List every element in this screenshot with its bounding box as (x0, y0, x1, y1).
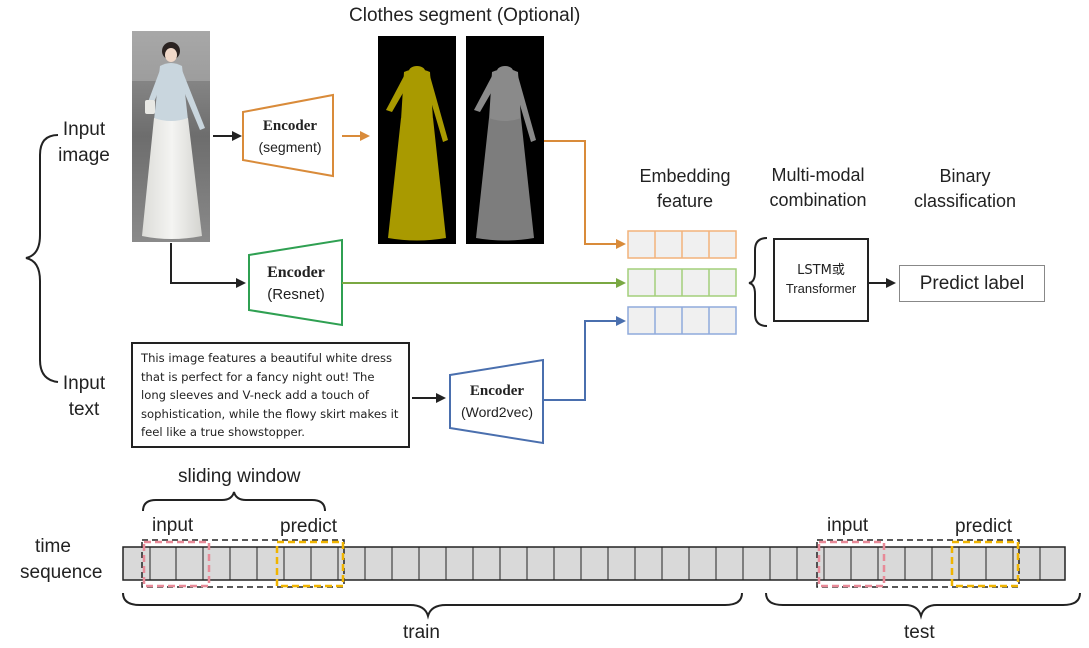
train-label: train (403, 622, 440, 643)
encoder-word2vec-shape (449, 358, 544, 445)
time-sequence-strip (122, 546, 1066, 581)
segment-title: Clothes segment (Optional) (349, 5, 581, 26)
test-sliding-window (816, 539, 1020, 588)
test-label: test (904, 622, 935, 643)
predict-label-box: Predict label (899, 265, 1045, 302)
test-input-label: input (827, 515, 869, 536)
embedding-row-green (627, 268, 737, 297)
embedding-brace (748, 237, 768, 327)
input-text-label: Input text (62, 373, 106, 420)
encoder-segment-shape (242, 93, 334, 178)
encoder-resnet-shape (248, 238, 343, 327)
train-brace (122, 592, 743, 620)
input-text-caption: This image features a beautiful white dr… (131, 342, 410, 448)
time-sequence-label: time sequence (20, 536, 103, 583)
embedding-row-blue (627, 306, 737, 335)
embedding-row-orange (627, 230, 737, 259)
train-input-label: input (152, 515, 194, 536)
dress-photo (132, 31, 210, 242)
encoder-resnet-text: Encoder (Resnet) (267, 264, 325, 303)
embedding-feature-label: Embedding feature (639, 166, 731, 211)
train-predict-window (275, 540, 345, 588)
lstm-transformer-box: LSTM或 Transformer (773, 238, 869, 322)
arrow-photo-to-resnet (170, 243, 246, 288)
test-brace (765, 592, 1081, 620)
lstm-box-line2: Transformer (785, 281, 857, 296)
encoder-segment-text: Encoder (segment) (258, 118, 322, 155)
arrow-mask-to-embedding (544, 140, 626, 249)
train-sliding-window (141, 539, 345, 588)
arrow-word2vec-to-embedding (543, 316, 626, 401)
sliding-window-label: sliding window (178, 466, 301, 487)
segment-mask-gray (466, 36, 544, 244)
segment-mask-yellow (378, 36, 456, 244)
train-predict-label: predict (280, 516, 338, 537)
test-predict-window (950, 540, 1020, 588)
input-brace (25, 134, 59, 383)
binary-classification-label: Binary classification (913, 166, 1017, 211)
test-predict-label: predict (955, 516, 1013, 537)
encoder-word2vec-text: Encoder (Word2vec) (460, 383, 534, 420)
lstm-box-line1: LSTM或 (797, 263, 845, 278)
input-image-label: Input image (58, 119, 110, 166)
multimodal-label: Multi-modal combination (769, 165, 867, 210)
sliding-window-brace (142, 491, 326, 512)
